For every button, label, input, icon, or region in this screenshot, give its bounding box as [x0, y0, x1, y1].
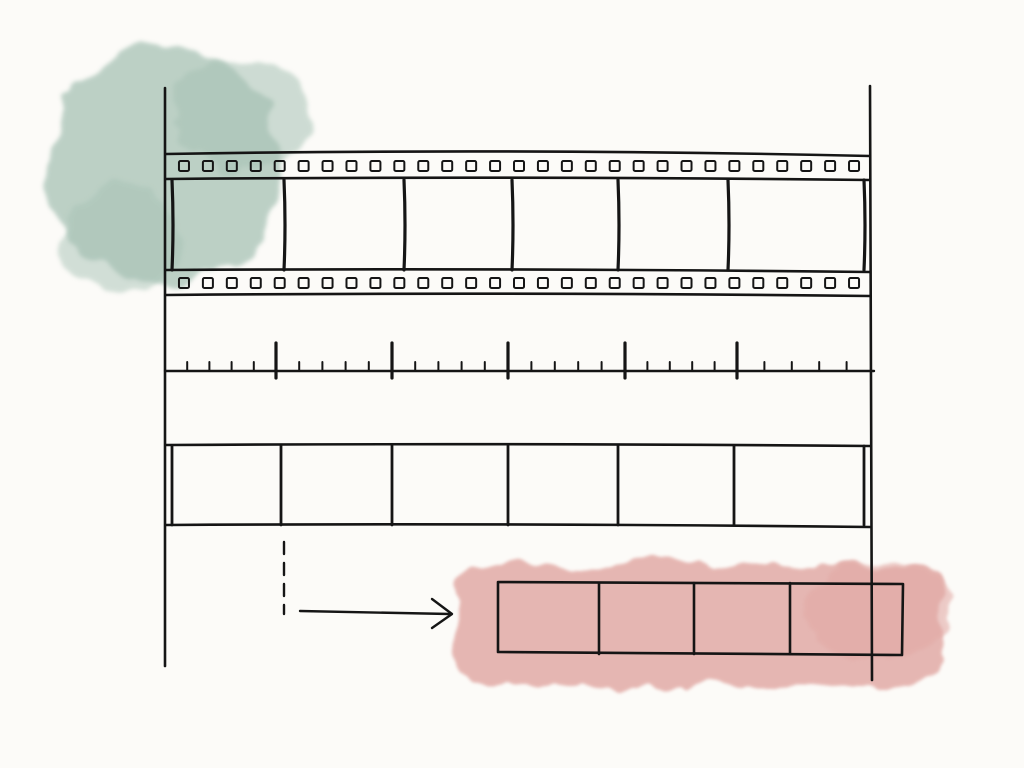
film-frame-divider — [170, 178, 175, 272]
sprocket-hole — [273, 277, 286, 289]
sprocket-hole — [345, 277, 358, 289]
sprocket-hole — [273, 160, 286, 172]
sprocket-hole — [345, 160, 358, 172]
segment-track — [164, 442, 872, 529]
segment-dividers — [170, 444, 866, 527]
sprocket-hole — [704, 160, 717, 172]
sprocket-hole — [321, 160, 334, 172]
sprocket-hole — [848, 277, 861, 289]
sprocket-hole — [728, 277, 741, 289]
sprocket-hole — [824, 160, 837, 172]
sprocket-hole — [393, 277, 406, 289]
sprocket-hole — [632, 277, 645, 289]
sprocket-hole — [656, 160, 669, 172]
film-frame-divider — [616, 178, 621, 272]
sprocket-hole — [369, 160, 382, 172]
sprocket-hole — [680, 160, 693, 172]
sprocket-hole — [369, 277, 382, 289]
sprocket-hole — [489, 160, 502, 172]
sprocket-hole — [177, 277, 190, 289]
sprocket-hole — [249, 277, 262, 289]
sprocket-hole — [536, 160, 549, 172]
sprocket-hole — [800, 160, 813, 172]
film-strip — [164, 150, 872, 298]
sprocket-hole — [489, 277, 502, 289]
sprocket-hole — [752, 277, 765, 289]
sprocket-hole — [776, 277, 789, 289]
sprocket-hole — [201, 160, 214, 172]
sprocket-hole — [201, 277, 214, 289]
selection-connector — [282, 540, 454, 630]
sprocket-hole — [608, 160, 621, 172]
sprocket-hole — [417, 160, 430, 172]
sprocket-hole — [225, 277, 238, 289]
right-boundary-line — [868, 84, 874, 682]
segment-track-bottom-edge — [164, 523, 872, 529]
sprocket-hole — [824, 277, 837, 289]
timeline-ruler — [163, 341, 876, 380]
film-strip-top-inner-edge — [164, 176, 872, 182]
film-frames — [170, 178, 867, 272]
sprocket-hole — [560, 160, 573, 172]
sprocket-hole — [680, 277, 693, 289]
sprocket-hole — [584, 277, 597, 289]
sprocket-hole — [249, 160, 262, 172]
sprocket-hole — [297, 277, 310, 289]
arrow-shaft — [298, 609, 452, 616]
film-frame-divider — [282, 178, 287, 272]
sprocket-hole — [297, 160, 310, 172]
sprocket-hole — [800, 277, 813, 289]
film-strip-top-edge — [164, 150, 872, 158]
sprocket-hole — [704, 277, 717, 289]
film-frame-divider — [510, 178, 515, 272]
sprocket-hole — [536, 277, 549, 289]
film-frame-divider — [726, 178, 731, 272]
arrow-head — [430, 597, 454, 630]
sprocket-holes-bottom — [177, 277, 861, 289]
film-frame-divider — [862, 178, 867, 272]
film-strip-bottom-edge — [164, 292, 872, 298]
sprocket-hole — [848, 160, 861, 172]
sprocket-hole — [656, 277, 669, 289]
sprocket-hole — [584, 160, 597, 172]
sprocket-hole — [776, 160, 789, 172]
sprocket-hole — [177, 160, 190, 172]
sprocket-hole — [728, 160, 741, 172]
segment-track-top-edge — [164, 442, 872, 448]
sprocket-hole — [465, 160, 478, 172]
sprocket-hole — [608, 277, 621, 289]
sprocket-hole — [441, 277, 454, 289]
selected-segments — [496, 580, 905, 657]
sprocket-holes-top — [177, 160, 861, 172]
selected-segment-dividers — [597, 581, 792, 656]
sprocket-hole — [225, 160, 238, 172]
film-strip-bottom-inner-edge — [164, 268, 872, 274]
sprocket-hole — [513, 160, 525, 172]
sprocket-hole — [465, 277, 478, 289]
sprocket-hole — [513, 277, 525, 289]
timeline-ticks — [186, 341, 848, 380]
sprocket-hole — [321, 277, 334, 289]
sprocket-hole — [560, 277, 573, 289]
selected-segments-outline — [496, 580, 905, 657]
pink-watercolor-wash — [455, 560, 955, 685]
sprocket-hole — [393, 160, 406, 172]
sprocket-hole — [417, 277, 430, 289]
sprocket-hole — [441, 160, 454, 172]
sprocket-hole — [632, 160, 645, 172]
film-frame-divider — [402, 178, 407, 272]
sprocket-hole — [752, 160, 765, 172]
